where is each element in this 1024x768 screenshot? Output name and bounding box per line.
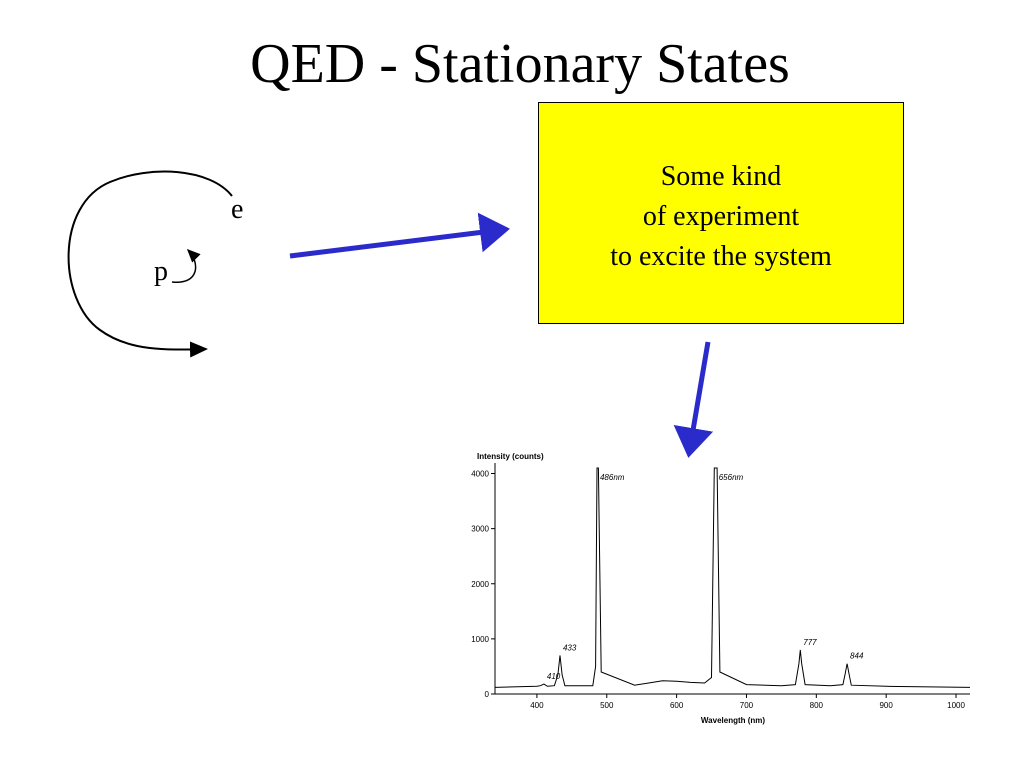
peak-label: 486nm [600, 473, 625, 482]
peak-label: 433 [563, 643, 577, 652]
electron-label: e [231, 194, 244, 225]
arrow-to-experiment [289, 212, 510, 259]
arrow-to-spectrum [673, 341, 714, 458]
x-tick-label: 900 [879, 701, 893, 710]
y-axis-label: Intensity (counts) [477, 452, 544, 461]
peak-label: 656nm [719, 473, 744, 482]
y-tick-label: 4000 [471, 470, 489, 479]
box-line-1: Some kind [660, 161, 782, 192]
x-tick-label: 600 [670, 701, 684, 710]
proton-label: p [154, 256, 168, 287]
x-tick-label: 500 [600, 701, 614, 710]
x-tick-label: 400 [530, 701, 544, 710]
y-tick-label: 2000 [471, 580, 489, 589]
x-tick-label: 700 [740, 701, 754, 710]
proton-spin-arrow [171, 248, 201, 283]
x-tick-label: 1000 [947, 701, 965, 710]
peak-label: 844 [850, 652, 864, 661]
peak-label: 410 [547, 672, 561, 681]
y-tick-label: 0 [485, 690, 490, 699]
x-tick-label: 800 [810, 701, 824, 710]
peak-label: 777 [803, 638, 817, 647]
slide-title: QED - Stationary States [250, 33, 790, 95]
x-axis-label: Wavelength (nm) [701, 716, 765, 725]
electron-orbit-path [67, 170, 233, 358]
y-tick-label: 1000 [471, 635, 489, 644]
y-tick-label: 3000 [471, 525, 489, 534]
spectrum-chart: Intensity (counts) Wavelength (nm) 0 1000… [471, 452, 971, 725]
box-line-3: to excite the system [610, 241, 832, 272]
spectrum-series-line [494, 467, 971, 688]
experiment-box: Some kind of experiment to excite the sy… [538, 102, 904, 324]
box-line-2: of experiment [642, 201, 800, 232]
